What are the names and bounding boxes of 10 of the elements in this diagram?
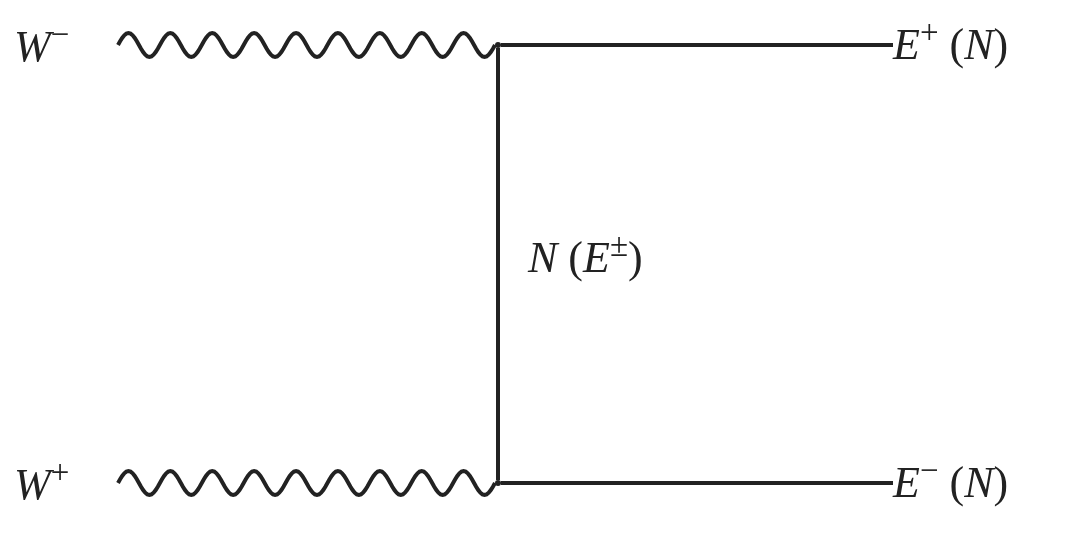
propagator-line [501, 481, 893, 485]
particle-label: W$^{+}$ [14, 463, 70, 507]
wavy-line [116, 468, 497, 498]
edge-label: N (E$^{±}$) [528, 236, 643, 280]
propagator-line [496, 48, 500, 480]
particle-label: E$^{+}$ (N) [893, 23, 1009, 67]
wavy-line [116, 30, 497, 60]
propagator-line [501, 43, 893, 47]
particle-label: E$^{−}$ (N) [893, 461, 1009, 505]
particle-label: W$^{−}$ [14, 25, 70, 69]
